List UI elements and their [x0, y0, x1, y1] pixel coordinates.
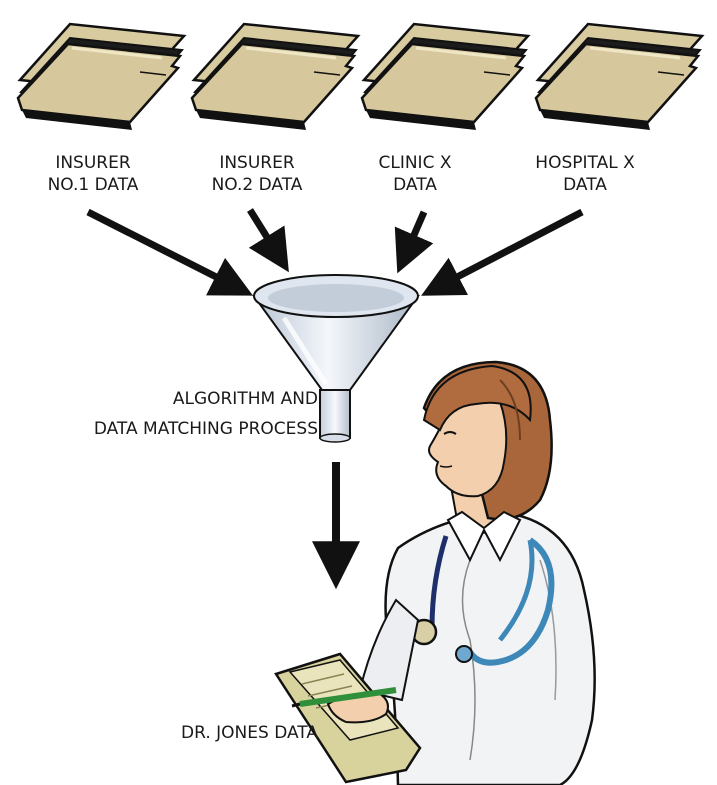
- source-label-line2: DATA: [393, 175, 437, 195]
- doctor-illustration: [274, 360, 596, 785]
- source-label-line1: CLINIC X: [378, 153, 452, 173]
- arrow-icon-clinic-x: [394, 210, 434, 274]
- folder-icon-hospital-x: [534, 22, 704, 132]
- arrow-icon-insurer-2: [247, 208, 289, 273]
- source-label-clinic-x: CLINIC X DATA: [350, 152, 480, 196]
- source-label-hospital-x: HOSPITAL X DATA: [520, 152, 650, 196]
- source-label-line1: INSURER: [219, 153, 295, 173]
- funnel-icon: [252, 274, 420, 443]
- folder-icon-clinic-x: [360, 22, 530, 132]
- source-label-line2: DATA: [563, 175, 607, 195]
- result-label-text: DR. JONES DATA: [181, 723, 318, 743]
- source-label-insurer-2: INSURER NO.2 DATA: [192, 152, 322, 196]
- arrow-icon-insurer-1: [86, 208, 253, 296]
- process-label-line1: ALGORITHM AND: [172, 389, 318, 409]
- process-label: ALGORITHM AND DATA MATCHING PROCESS: [62, 384, 318, 444]
- source-label-line1: INSURER: [55, 153, 131, 173]
- result-label: DR. JONES DATA: [148, 722, 318, 744]
- source-label-insurer-1: INSURER NO.1 DATA: [28, 152, 158, 196]
- source-label-line1: HOSPITAL X: [535, 153, 635, 173]
- folder-icon-insurer-2: [190, 22, 360, 132]
- source-label-line2: NO.2 DATA: [211, 175, 303, 195]
- process-label-line2: DATA MATCHING PROCESS: [93, 419, 318, 439]
- source-label-line2: NO.1 DATA: [47, 175, 139, 195]
- arrow-icon-hospital-x: [421, 208, 584, 296]
- folder-icon-insurer-1: [16, 22, 186, 132]
